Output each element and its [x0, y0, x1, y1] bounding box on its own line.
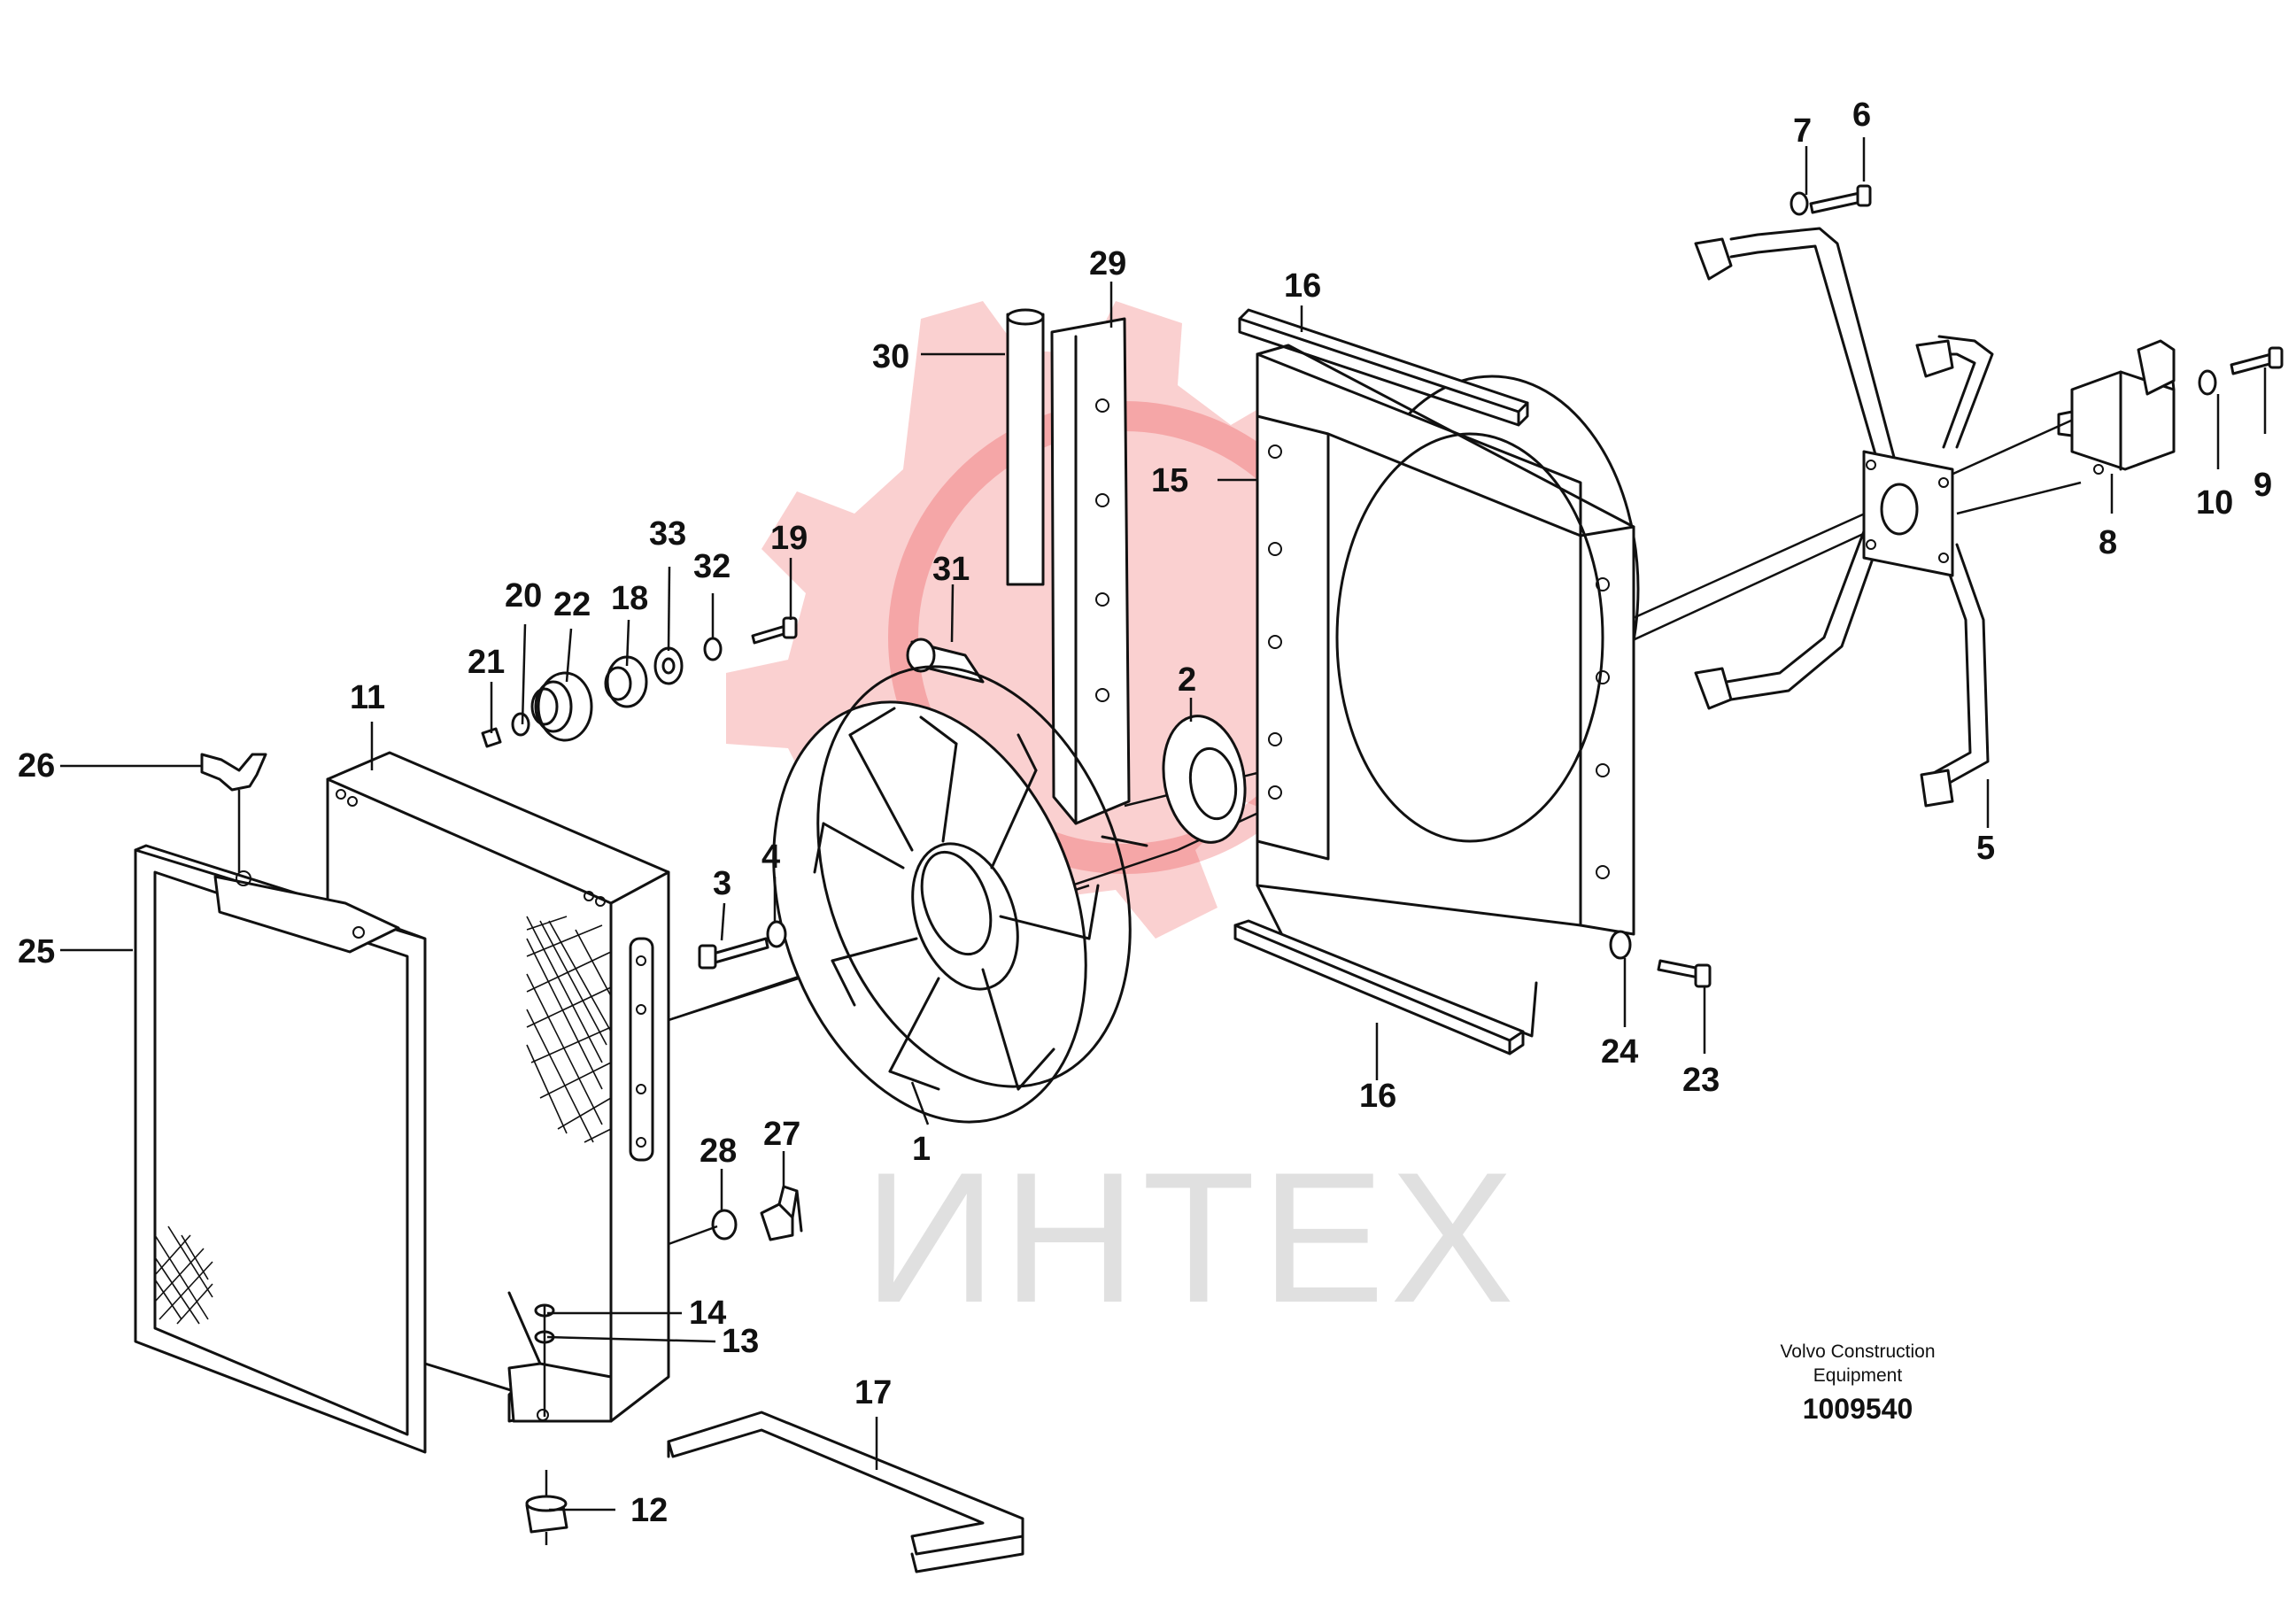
- part-17-plate: [667, 1411, 1024, 1573]
- callout-32: 32: [693, 548, 731, 585]
- callout-33: 33: [649, 515, 686, 553]
- callout-4: 4: [761, 839, 780, 876]
- part-11-cooler: [213, 751, 670, 1423]
- callout-27: 27: [763, 1116, 800, 1153]
- callout-13: 13: [722, 1323, 759, 1360]
- part-1-fan: [772, 665, 1148, 1124]
- callout-6: 6: [1852, 97, 1871, 134]
- callout-28: 28: [700, 1133, 737, 1170]
- part-30-rod: [1006, 308, 1045, 586]
- callout-9: 9: [2253, 467, 2272, 504]
- footer-block: Volvo Construction Equipment 1009540: [1780, 1341, 1935, 1425]
- part-16-strip-bottom: [1233, 919, 1525, 1055]
- callout-19: 19: [770, 520, 808, 557]
- part-2-flange: [1162, 715, 1247, 844]
- callout-7: 7: [1793, 112, 1812, 150]
- callout-12: 12: [630, 1492, 668, 1529]
- callout-24: 24: [1601, 1033, 1638, 1071]
- callout-16-bottom: 16: [1359, 1078, 1396, 1115]
- part-5-frame: [1694, 227, 1994, 808]
- callout-25: 25: [18, 933, 55, 970]
- callout-21: 21: [468, 644, 505, 681]
- callout-23: 23: [1682, 1062, 1720, 1099]
- callout-31: 31: [932, 551, 970, 588]
- part-16-strip-top: [1238, 308, 1529, 427]
- callout-15: 15: [1151, 462, 1188, 499]
- callout-11: 11: [350, 679, 385, 716]
- part-15-shroud: [1256, 344, 1640, 1038]
- footer-drawing-number: 1009540: [1803, 1393, 1913, 1425]
- callout-26: 26: [18, 747, 55, 785]
- callout-2: 2: [1178, 661, 1196, 699]
- callout-10: 10: [2196, 484, 2233, 522]
- callout-16-top: 16: [1284, 267, 1321, 305]
- callout-3: 3: [713, 865, 731, 902]
- callout-14: 14: [689, 1295, 726, 1332]
- footer-company-line2: Equipment: [1813, 1365, 1903, 1386]
- callout-5: 5: [1976, 830, 1995, 867]
- leader-lines: [60, 137, 2267, 1511]
- callout-8: 8: [2099, 524, 2117, 561]
- callout-labels: 1 2 3 4 5 6 7 8 9 10 11 12 13 14 15 16 1…: [18, 97, 2272, 1529]
- footer-company: Volvo Construction: [1780, 1341, 1935, 1362]
- callout-17: 17: [854, 1374, 892, 1411]
- part-25-screen-frame: [134, 844, 436, 1454]
- callout-1: 1: [912, 1131, 931, 1168]
- part-8-motor: [2057, 339, 2176, 475]
- callout-30: 30: [872, 338, 909, 375]
- watermark-text: ИНТЕХ: [863, 1133, 1519, 1341]
- callout-18: 18: [611, 580, 648, 617]
- callout-22: 22: [553, 586, 591, 623]
- part-29-bracket-strip: [1050, 317, 1131, 825]
- callout-20: 20: [505, 577, 542, 615]
- callout-29: 29: [1089, 245, 1126, 282]
